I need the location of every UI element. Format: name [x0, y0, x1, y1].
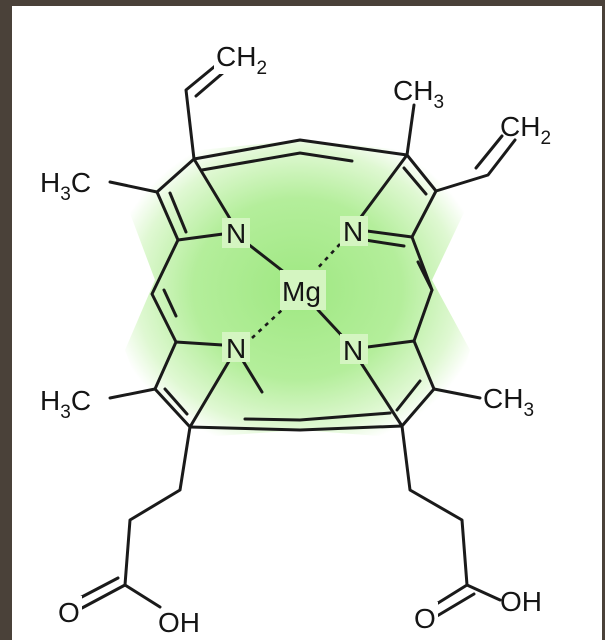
nitrogen-atom-top-right: N [343, 216, 363, 247]
methyl-left-bottom-label: H3C [40, 385, 91, 423]
vinyl-right-label: CH2 [500, 111, 551, 149]
vinyl-left-label: CH2 [216, 41, 267, 79]
bond-skeleton [74, 60, 517, 618]
methyl-top-right-label: CH3 [393, 75, 444, 113]
acid-left-oxygen: O [58, 597, 80, 628]
acid-left-hydroxyl: OH [158, 607, 200, 638]
methyl-right-bottom-label: CH3 [483, 383, 534, 421]
acid-right-hydroxyl: OH [500, 586, 542, 617]
acid-right-oxygen: O [414, 603, 436, 634]
nitrogen-atom-bottom-left: N [226, 333, 246, 364]
magnesium-atom: Mg [282, 276, 321, 307]
nitrogen-atom-top-left: N [226, 218, 246, 249]
methyl-left-top-label: H3C [40, 167, 91, 205]
nitrogen-atom-bottom-right: N [343, 335, 363, 366]
